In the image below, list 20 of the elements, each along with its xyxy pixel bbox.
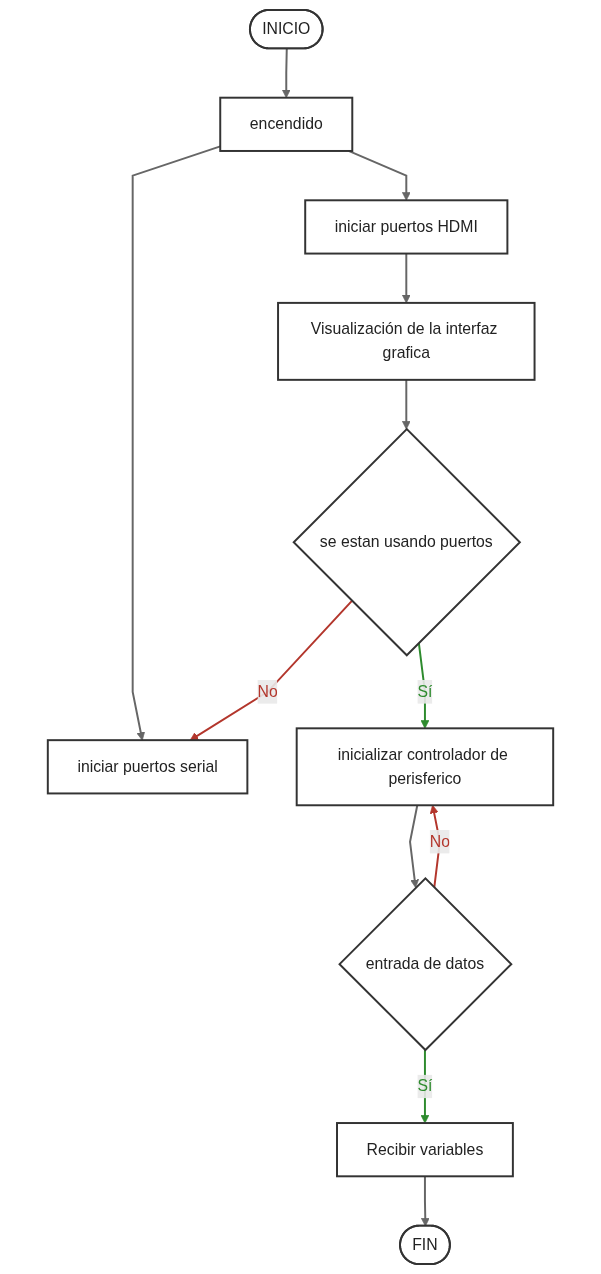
arrow xyxy=(281,47,291,99)
arrow xyxy=(401,378,411,430)
arrow xyxy=(189,599,353,741)
node-diamond: entrada de datos xyxy=(338,876,513,1052)
arrow xyxy=(401,252,411,304)
arrow xyxy=(420,1049,430,1124)
edge-label: Sí xyxy=(417,1077,433,1095)
edge-label: Sí xyxy=(417,682,433,700)
node-box: iniciar puertos HDMI xyxy=(304,199,509,255)
node-box: Recibir variables xyxy=(336,1122,514,1178)
arrow xyxy=(409,804,419,888)
edge-label: No xyxy=(257,682,278,700)
edge-label: No xyxy=(429,832,450,850)
arrow xyxy=(347,150,411,201)
arrow xyxy=(420,1175,430,1227)
node-box: encendido xyxy=(219,96,354,152)
node-box: inicializar controlador de perisferico xyxy=(295,727,555,807)
node-diamond: se estan usando puertos xyxy=(292,427,522,657)
node-box: Visualización de la interfaz grafica xyxy=(277,301,536,381)
node-box: iniciar puertos serial xyxy=(46,739,249,795)
